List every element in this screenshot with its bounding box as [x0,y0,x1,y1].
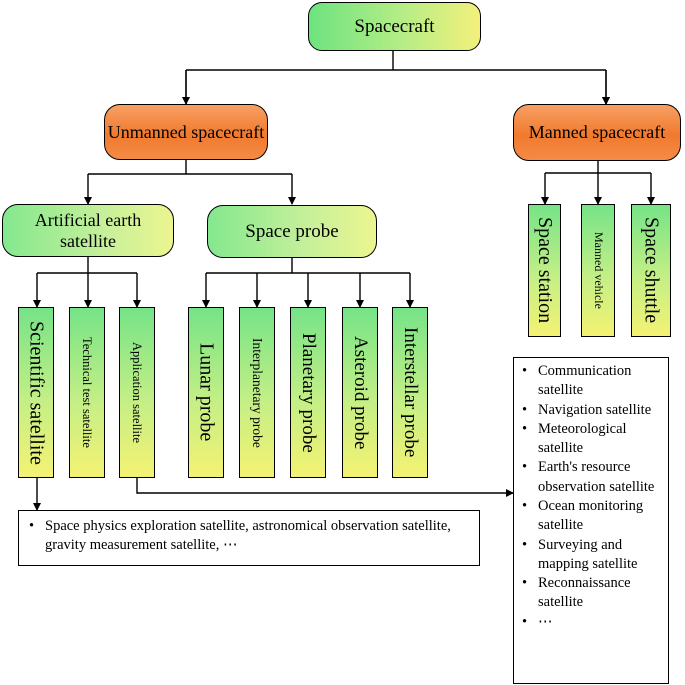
manned-vehicle-label: Manned vehicle [591,232,606,309]
satellite-label: Artificial earth satellite [34,209,142,251]
application-example-item: ⋯ [516,613,662,633]
node-application-satellite: Application satellite [119,307,155,478]
node-artificial-earth-satellite: Artificial earth satellite [2,204,174,257]
node-space-shuttle: Space shuttle [631,204,671,337]
node-space-station: Space station [528,204,561,337]
node-asteroid-probe: Asteroid probe [342,307,378,478]
application-satellite-label: Application satellite [130,341,145,443]
application-examples-box: Communication satellite Navigation satel… [513,357,669,684]
application-example-item: Earth's resource observation satellite [516,458,662,497]
root-label: Spacecraft [354,15,435,37]
node-manned-vehicle: Manned vehicle [581,204,615,337]
node-planetary-probe: Planetary probe [290,307,326,478]
interstellar-probe-label: Interstellar probe [399,327,421,458]
technical-test-satellite-label: Technical test satellite [80,337,95,448]
root-node-spacecraft: Spacecraft [308,2,481,51]
application-example-item: Ocean monitoring satellite [516,497,662,536]
node-space-probe: Space probe [207,205,377,258]
node-interstellar-probe: Interstellar probe [392,307,428,478]
node-unmanned-spacecraft: Unmanned spacecraft [104,104,268,160]
scientific-examples-box: Space physics exploration satellite, ast… [18,510,480,566]
interplanetary-probe-label: Interplanetary probe [249,337,265,448]
node-lunar-probe: Lunar probe [188,307,224,478]
unmanned-label: Unmanned spacecraft [107,121,265,142]
application-example-item: Surveying and mapping satellite [516,536,662,575]
asteroid-probe-label: Asteroid probe [349,335,371,450]
manned-label: Manned spacecraft [528,122,666,143]
space-shuttle-label: Space shuttle [640,217,663,324]
application-example-item: Communication satellite [516,362,662,401]
node-technical-test-satellite: Technical test satellite [69,307,105,478]
application-example-item: Meteorological satellite [516,420,662,459]
node-interplanetary-probe: Interplanetary probe [239,307,275,478]
space-station-label: Space station [534,217,556,324]
application-example-item: Navigation satellite [516,401,662,421]
scientific-satellite-label: Scientific satellite [25,320,48,465]
planetary-probe-label: Planetary probe [297,332,319,453]
scientific-examples-text: Space physics exploration satellite, ast… [23,517,471,555]
node-scientific-satellite: Scientific satellite [18,307,54,478]
lunar-probe-label: Lunar probe [195,343,218,442]
probe-label: Space probe [245,220,339,242]
application-example-item: Reconnaissance satellite [516,574,662,613]
node-manned-spacecraft: Manned spacecraft [513,104,681,161]
